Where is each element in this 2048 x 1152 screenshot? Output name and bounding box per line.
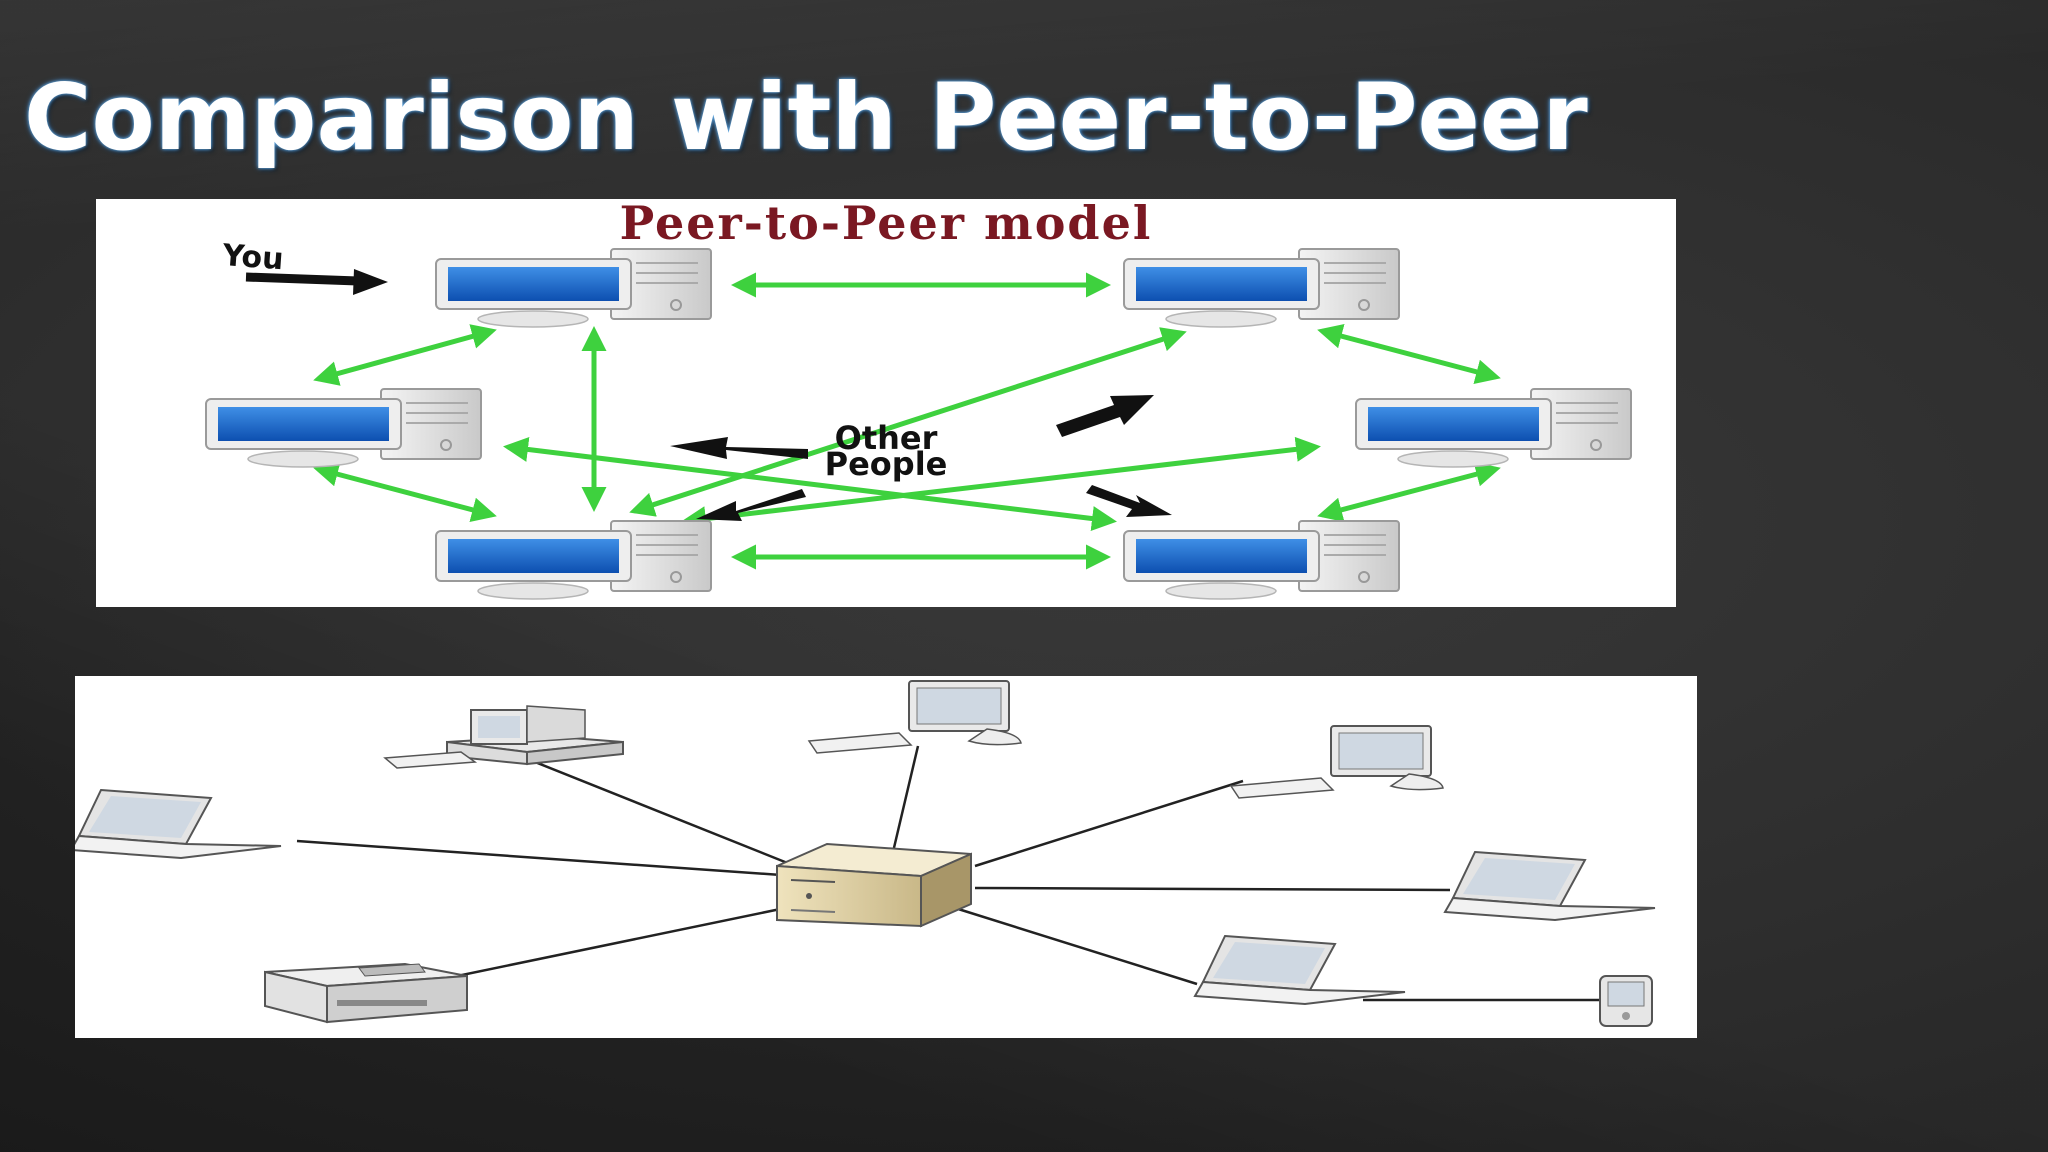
client-server-diagram [75, 676, 1697, 1038]
peer-to-peer-diagram: Peer-to-Peer model You Other P [96, 199, 1676, 607]
link-desktop-top-left [519, 754, 796, 868]
server-icon [776, 842, 972, 928]
p2p-heading: Peer-to-Peer model [620, 199, 1153, 250]
peer-computer-top-left [435, 248, 712, 328]
arrow-down-right [1086, 485, 1172, 517]
other-people-label-line2: People [825, 445, 948, 483]
link-desktop-top-right [974, 779, 1244, 868]
peer-to-peer-svg: Peer-to-Peer model You Other P [205, 199, 1632, 600]
pda-icon [1599, 975, 1653, 1027]
link-bottom-left [313, 462, 497, 522]
laptop-right-icon [1444, 851, 1656, 921]
link-desktop-top [891, 745, 920, 853]
link-diag-right-left [681, 436, 1321, 532]
arrow-down-left [696, 489, 806, 521]
link-top-right [1317, 324, 1501, 384]
peer-computer-top-right [1123, 248, 1400, 328]
p2p-links [313, 272, 1501, 570]
other-people-arrows [670, 395, 1172, 521]
desktop-top-icon [808, 680, 1022, 754]
link-laptop-left [296, 839, 796, 878]
slide-title: Comparison with Peer-to-Peer [24, 64, 1588, 171]
you-arrow [245, 269, 388, 295]
arrow-up-right [1056, 395, 1154, 437]
cs-links [296, 745, 1602, 1002]
link-laptop-bottom [954, 906, 1198, 986]
arrow-left [670, 437, 808, 459]
laptop-bottom-icon [1194, 935, 1406, 1005]
peer-computer-bottom-right [1123, 520, 1400, 600]
link-bottom-right [1317, 462, 1501, 522]
other-people-label-line1: Other [835, 419, 938, 457]
desktop-tower-icon [383, 705, 624, 769]
client-server-svg [75, 680, 1656, 1027]
printer-icon [264, 962, 468, 1024]
link-printer [432, 904, 796, 983]
link-top-left [313, 324, 497, 386]
link-laptop-right [974, 886, 1451, 892]
peer-computer-bottom-left [435, 520, 712, 600]
desktop-top-right-icon [1230, 725, 1444, 799]
you-label: You [220, 238, 284, 277]
peer-computer-middle-right [1355, 388, 1632, 468]
peer-computer-middle-left [205, 388, 482, 468]
laptop-left-icon [75, 789, 282, 859]
